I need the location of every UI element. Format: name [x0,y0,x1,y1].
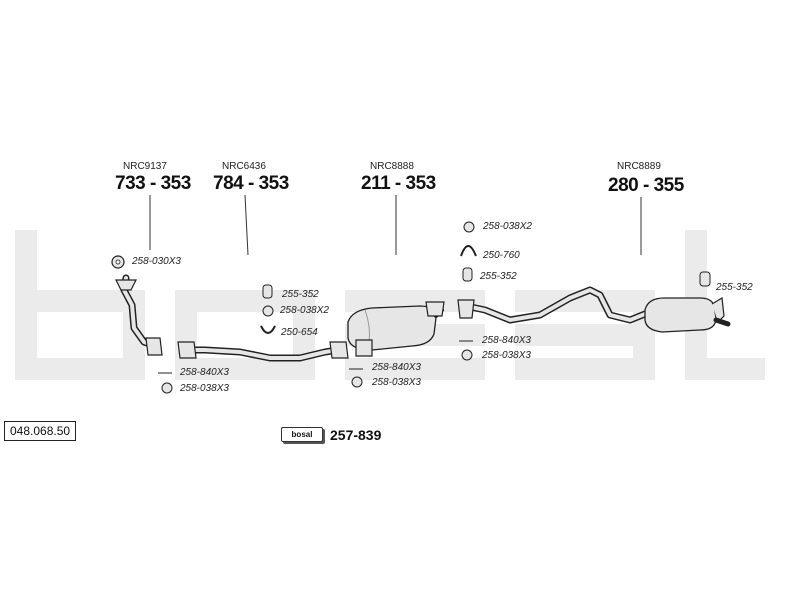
accessory-label: 258-840X3 [180,367,229,378]
accessory-label: 258-038X3 [372,377,421,388]
accessory-label: 250-760 [483,250,520,261]
u-clamp-icon [260,325,276,334]
accessory-label: 258-038X3 [180,383,229,394]
accessory-label: 250-654 [281,327,318,338]
intermediate-pipe [177,341,349,362]
accessory-label: 258-840X3 [372,362,421,373]
rear-silencer-assembly [457,271,731,333]
rubber-mount-icon [262,284,273,299]
accessory-label: 258-030X3 [132,256,181,267]
part-number-4: 280 - 355 [608,175,684,196]
accessory-label: 255-352 [716,282,753,293]
accessory-label: 258-038X2 [280,305,329,316]
nut-icon [461,349,473,361]
u-clamp-icon [460,245,477,257]
oem-number-1: NRC9137 [123,161,167,172]
leader-line-2 [244,194,249,256]
front-pipe [111,255,163,356]
rubber-mount-icon [462,267,473,282]
accessory-label: 255-352 [480,271,517,282]
part-number-1: 733 - 353 [115,173,191,194]
middle-silencer [347,301,445,357]
part-number-2: 784 - 353 [213,173,289,194]
nut-icon [351,376,363,388]
nut-icon [161,382,173,394]
mounting-kit-number: 257-839 [330,427,382,443]
accessory-label: 258-840X3 [482,335,531,346]
part-number-3: 211 - 353 [361,173,436,194]
oem-number-3: NRC8888 [370,161,414,172]
oem-number-2: NRC6436 [222,161,266,172]
nut-icon [262,305,274,317]
reference-number: 048.068.50 [4,421,77,441]
accessory-label: 258-038X2 [483,221,532,232]
bosal-badge-icon: bosal [281,427,323,442]
rubber-mount-icon [699,271,711,287]
badge-text: bosal [291,430,313,439]
nut-icon [463,221,475,233]
oem-number-4: NRC8889 [617,161,661,172]
accessory-label: 255-352 [282,289,319,300]
accessory-label: 258-038X3 [482,350,531,361]
